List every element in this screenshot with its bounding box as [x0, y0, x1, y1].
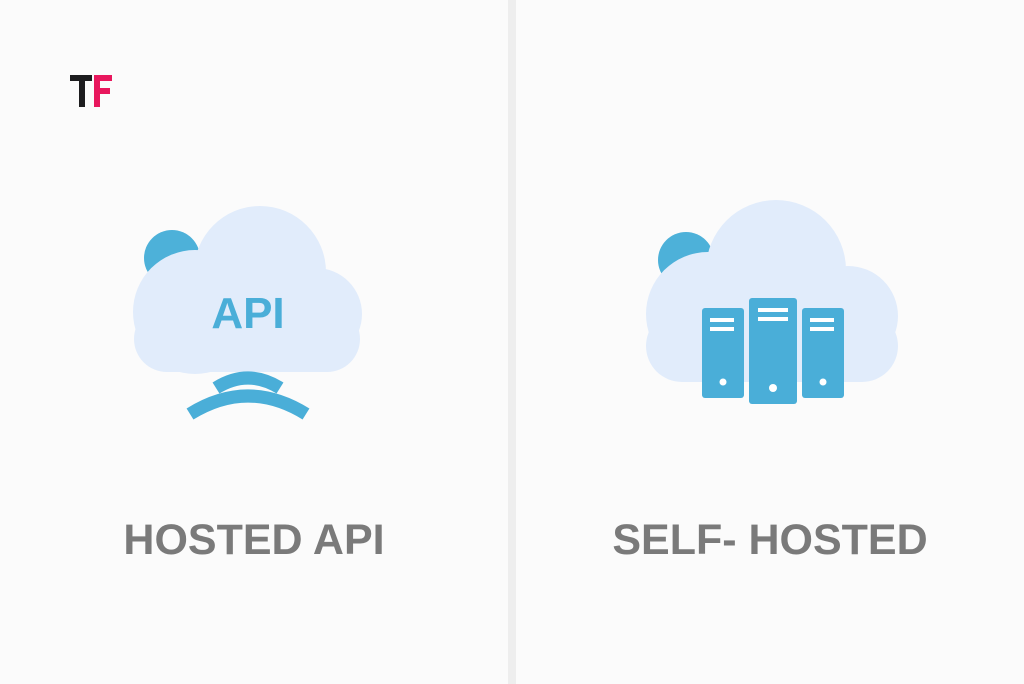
cloud-icon	[133, 206, 362, 374]
hosted-api-caption: HOSTED API	[123, 516, 385, 564]
self-hosted-illustration	[646, 200, 898, 404]
self-hosted-caption: SELF- HOSTED	[612, 516, 928, 564]
cloud-api-label: API	[211, 289, 284, 338]
wifi-signal-icon	[186, 371, 310, 420]
tf-logo-icon	[70, 75, 112, 107]
hosted-api-illustration: API	[133, 206, 362, 420]
panel-divider	[508, 0, 516, 684]
server-rack-icon	[702, 298, 844, 404]
